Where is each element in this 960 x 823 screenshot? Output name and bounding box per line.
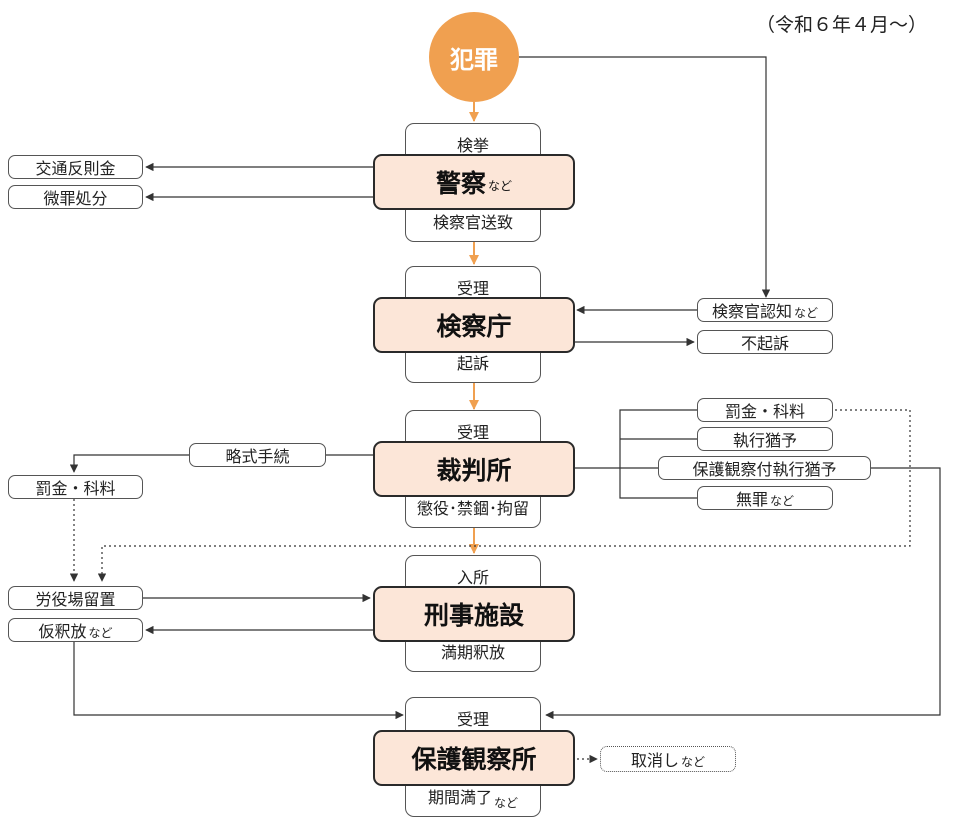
police-suffix: など — [488, 178, 513, 193]
suspended-sentence-label: 執行猶予 — [732, 431, 797, 450]
workhouse-label: 労役場留置 — [35, 590, 116, 609]
date-note: （令和６年４月～） — [756, 14, 928, 36]
summary-procedure-label: 略式手続 — [225, 447, 290, 466]
court-label: 裁判所 — [436, 456, 512, 485]
fine-left-label: 罰金・科料 — [35, 479, 116, 498]
probation-suspended-label: 保護観察付執行猶予 — [692, 460, 837, 479]
fine-left-box: 罰金・科料 — [8, 475, 143, 499]
prison-node: 刑事施設 — [373, 586, 575, 642]
crime-label: 犯罪 — [450, 45, 498, 74]
no-indictment-box: 不起訴 — [697, 330, 833, 354]
prosecutor-in-label: 受理 — [456, 279, 489, 298]
prison-out-label: 満期釈放 — [440, 643, 505, 662]
parole-label: 仮釈放 — [38, 622, 87, 641]
probation-label: 保護観察所 — [411, 745, 537, 774]
police-node: 警察など — [373, 154, 575, 210]
probation-node: 保護観察所 — [373, 730, 575, 786]
prosecutor-out-label: 起訴 — [456, 354, 489, 373]
prison-in-label: 入所 — [456, 568, 489, 587]
minor-offense-box: 微罪処分 — [8, 185, 143, 209]
prosecutor-recognized-label: 検察官認知 — [711, 302, 792, 321]
probation-out-suffix: など — [494, 796, 519, 810]
acquittal-box: 無罪など — [697, 486, 833, 510]
revocation-suffix: など — [681, 754, 706, 769]
suspended-sentence-box: 執行猶予 — [697, 427, 833, 451]
prosecutor-label: 検察庁 — [436, 312, 512, 341]
recognized-suffix: など — [794, 305, 819, 320]
minor-offense-label: 微罪処分 — [43, 189, 108, 208]
court-in-label: 受理 — [456, 423, 489, 442]
revocation-box: 取消しなど — [600, 746, 736, 772]
revocation-label: 取消し — [630, 751, 679, 770]
fine-label: 罰金・科料 — [724, 402, 805, 421]
acquittal-label: 無罪 — [735, 490, 768, 509]
no-indictment-label: 不起訴 — [740, 334, 789, 353]
parole-box: 仮釈放など — [8, 618, 143, 642]
acquittal-suffix: など — [770, 493, 795, 508]
probation-suspended-box: 保護観察付執行猶予 — [658, 456, 871, 480]
summary-procedure-box: 略式手続 — [189, 443, 326, 467]
traffic-fine-box: 交通反則金 — [8, 155, 143, 179]
traffic-fine-label: 交通反則金 — [35, 159, 116, 178]
police-out-label: 検察官送致 — [432, 213, 513, 232]
prosecutor-node: 検察庁 — [373, 297, 575, 353]
fine-box: 罰金・科料 — [697, 398, 833, 422]
court-node: 裁判所 — [373, 441, 575, 497]
probation-in-label: 受理 — [456, 710, 489, 729]
police-in-label: 検挙 — [456, 136, 489, 155]
crime-node: 犯罪 — [429, 12, 519, 102]
prison-label: 刑事施設 — [423, 601, 524, 630]
parole-suffix: など — [88, 625, 113, 640]
police-label: 警察 — [435, 169, 486, 198]
court-out-label: 懲役･禁錮･拘留 — [416, 499, 529, 518]
workhouse-box: 労役場留置 — [8, 586, 143, 610]
prosecutor-recognized-box: 検察官認知など — [697, 298, 833, 322]
probation-out-label: 期間満了 — [427, 788, 492, 807]
